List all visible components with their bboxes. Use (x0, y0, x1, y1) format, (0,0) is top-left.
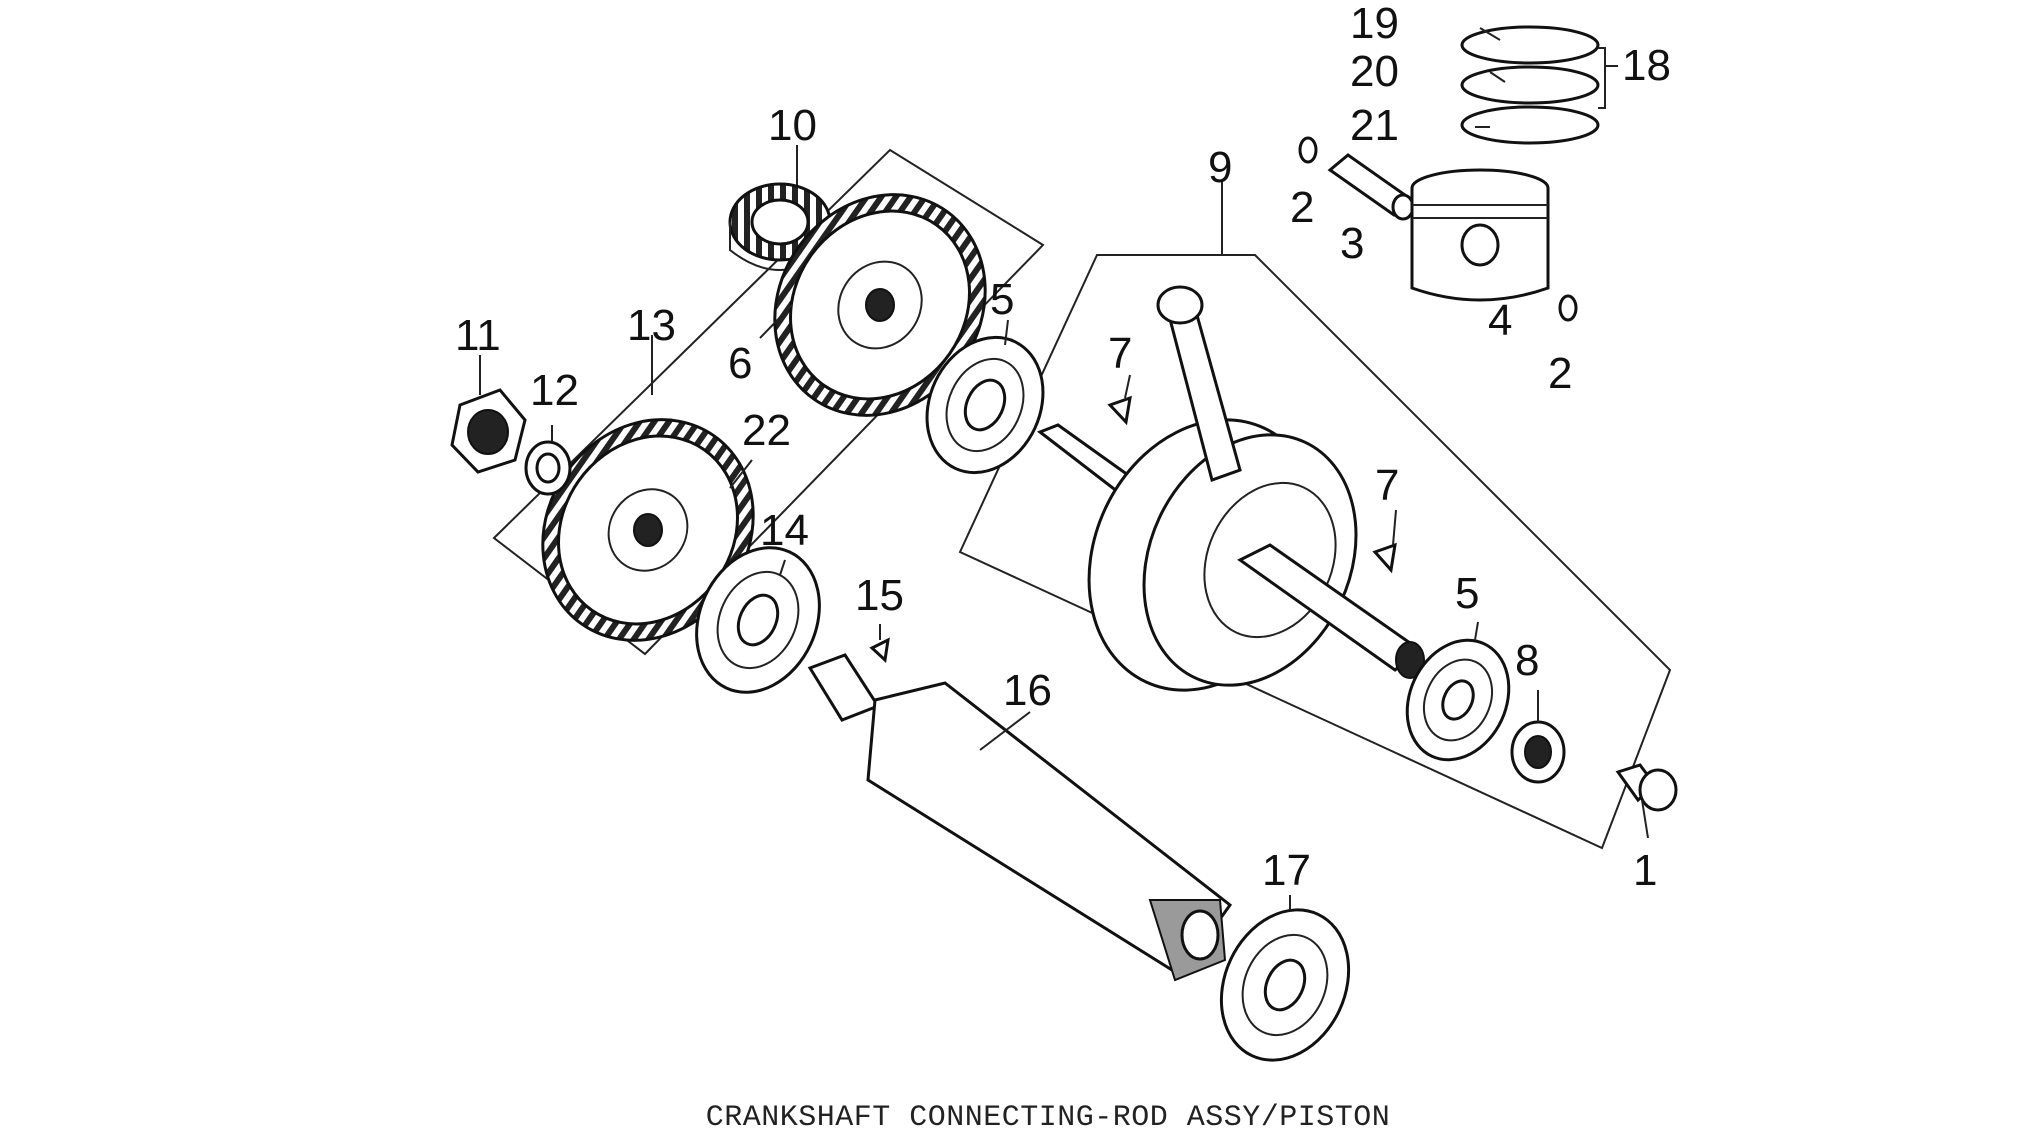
callout-13: 13 (627, 301, 676, 350)
bolt-1 (1615, 763, 1678, 812)
callout-10: 10 (768, 101, 817, 150)
crankshaft-group-outline (958, 254, 1672, 850)
callout-19: 19 (1350, 0, 1399, 48)
piston-4 (1410, 168, 1550, 302)
bearing-14 (695, 546, 821, 694)
callout-4: 4 (1488, 296, 1512, 345)
bearing-5-upper (925, 335, 1045, 475)
diagram-caption: CRANKSHAFT CONNECTING-ROD ASSY/PISTON (706, 1101, 1391, 1130)
callout-22: 22 (742, 406, 791, 455)
nut-11 (450, 388, 527, 474)
callout-11: 11 (455, 311, 501, 360)
callout-18: 18 (1622, 41, 1671, 90)
callout-9: 9 (1208, 143, 1232, 192)
callout-20: 20 (1350, 47, 1399, 96)
callout-2-lower: 2 (1548, 349, 1572, 398)
washer-12 (524, 440, 572, 496)
ring-21 (1460, 105, 1600, 145)
leader-lines (479, 27, 1649, 910)
bearing-5-lower (1405, 638, 1511, 762)
callout-5-upper: 5 (990, 275, 1014, 324)
callout-8: 8 (1515, 636, 1539, 685)
crankshaft-9 (1036, 285, 1425, 692)
callout-15: 15 (855, 571, 904, 620)
callout-2-upper: 2 (1290, 183, 1314, 232)
callout-5-lower: 5 (1455, 569, 1479, 618)
callout-17: 17 (1262, 846, 1311, 895)
callout-14: 14 (760, 506, 809, 555)
clip-2-upper (1298, 136, 1318, 164)
key-7-lower (1372, 542, 1397, 574)
callout-16: 16 (1003, 666, 1052, 715)
callout-6: 6 (728, 339, 752, 388)
callout-1: 1 (1633, 846, 1657, 895)
balancer-shaft-16 (807, 653, 1233, 982)
clip-2-lower (1558, 294, 1578, 322)
key-7-upper (1107, 395, 1132, 426)
callout-12: 12 (530, 366, 579, 415)
callout-3: 3 (1340, 219, 1364, 268)
nut-8 (1510, 720, 1566, 784)
ring-19 (1460, 25, 1600, 65)
callout-21: 21 (1350, 101, 1399, 150)
ring-20 (1460, 65, 1600, 105)
callout-7-upper: 7 (1108, 329, 1132, 378)
callout-7-lower: 7 (1375, 461, 1399, 510)
piston-pin-3 (1327, 153, 1415, 221)
key-15 (869, 637, 890, 664)
bearing-17 (1219, 908, 1351, 1062)
